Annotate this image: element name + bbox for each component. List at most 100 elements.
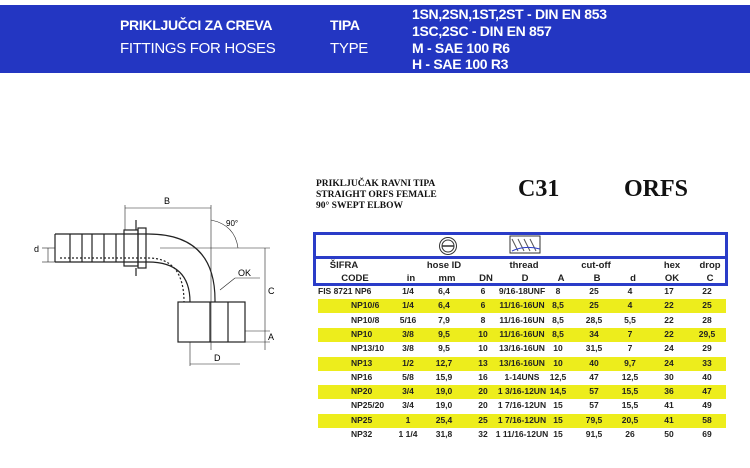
cell-dn: 6 bbox=[480, 286, 486, 296]
cell-b: 31,5 bbox=[585, 343, 603, 354]
dim-a-label: A bbox=[268, 332, 274, 342]
cell-mm: 31,8 bbox=[435, 429, 453, 439]
dim-angle-label: 90° bbox=[226, 219, 238, 228]
header-sifra: ŠIFRA bbox=[329, 260, 359, 271]
cell-d: 20,5 bbox=[621, 414, 639, 425]
cell-b: 34 bbox=[589, 328, 599, 339]
cell-a: 10 bbox=[553, 343, 563, 354]
cell-in: 3/8 bbox=[402, 343, 414, 354]
cell-dn: 20 bbox=[478, 400, 488, 411]
cell-d: 1-14UNS bbox=[504, 371, 540, 382]
column-header-d: D bbox=[521, 273, 529, 284]
cell-in: 3/4 bbox=[402, 400, 414, 411]
dim-c-label: C bbox=[268, 286, 275, 296]
cell-ok: 22 bbox=[664, 300, 674, 311]
standard-2: 1SC,2SC - DIN EN 857 bbox=[412, 23, 552, 39]
cell-mm: 7,9 bbox=[438, 314, 450, 325]
cell-b: 79,5 bbox=[585, 414, 603, 425]
cell-mm: 25,4 bbox=[435, 414, 453, 425]
cell-in: 5/16 bbox=[399, 314, 417, 325]
cell-c: 29,5 bbox=[698, 328, 716, 339]
cell-a: 15 bbox=[553, 400, 563, 411]
cell-c: 29 bbox=[702, 343, 712, 354]
dim-D-label: D bbox=[214, 353, 221, 363]
cell-ok: 41 bbox=[664, 414, 674, 425]
cell-code: NP13/10 bbox=[351, 343, 385, 354]
cell-ok: 50 bbox=[664, 429, 674, 439]
header-drop: drop bbox=[699, 260, 721, 271]
cell-code: NP25 bbox=[351, 414, 373, 425]
cell-d: 7 bbox=[627, 328, 633, 339]
cell-code: NP20 bbox=[351, 386, 373, 397]
cell-d: 1 3/16-12UN bbox=[497, 386, 547, 397]
header-hex: hex bbox=[663, 260, 681, 271]
cell-d: 12,5 bbox=[621, 371, 639, 382]
cell-ok: 24 bbox=[664, 357, 674, 368]
column-header-dn: DN bbox=[479, 273, 493, 284]
cell-mm: 19,0 bbox=[435, 400, 453, 411]
cell-a: 14,5 bbox=[549, 386, 567, 397]
cell-dn: 32 bbox=[478, 429, 488, 439]
cell-d: 1 11/16-12UN bbox=[495, 429, 549, 439]
cell-a: 8 bbox=[555, 286, 561, 296]
cell-b: 47 bbox=[589, 371, 599, 382]
cell-in: 1/4 bbox=[402, 300, 414, 311]
cell-in: 1/4 bbox=[402, 286, 414, 296]
column-header-ok: OK bbox=[664, 273, 680, 284]
table-header: ŠIFRA hose ID thread cut-off hex drop CO… bbox=[313, 256, 728, 286]
desc-line: STRAIGHT ORFS FEMALE bbox=[316, 190, 437, 200]
cell-dn: 20 bbox=[478, 386, 488, 397]
product-type: ORFS bbox=[624, 176, 689, 202]
column-header-code: CODE bbox=[341, 273, 369, 284]
cell-in: 1 bbox=[405, 414, 411, 425]
cell-mm: 19,0 bbox=[435, 386, 453, 397]
cell-code: NP10 bbox=[351, 328, 373, 339]
cell-d: 1 7/16-12UN bbox=[497, 400, 547, 411]
cell-a: 15 bbox=[553, 414, 563, 425]
type-en: TYPE bbox=[330, 40, 368, 57]
header-thread: thread bbox=[509, 260, 539, 271]
desc-line: PRIKLJUČAK RAVNI TIPA bbox=[316, 179, 436, 189]
cell-d: 13/16-16UN bbox=[499, 343, 545, 354]
hose-section-icon bbox=[439, 237, 457, 255]
product-description: PRIKLJUČAK RAVNI TIPA STRAIGHT ORFS FEMA… bbox=[316, 179, 437, 212]
cell-d: 26 bbox=[625, 429, 635, 439]
title-sr: PRIKLJUČCI ZA CREVA bbox=[120, 17, 273, 33]
cell-mm: 6,4 bbox=[438, 300, 450, 311]
fitting-drawing: B 90° d OK C A D bbox=[34, 196, 275, 366]
cell-c: 40 bbox=[702, 371, 712, 382]
cell-d: 11/16-16UN bbox=[499, 328, 545, 339]
dim-b-label: B bbox=[164, 196, 170, 206]
cell-code: NP25/20 bbox=[351, 400, 385, 411]
cell-b: 57 bbox=[589, 400, 599, 411]
cell-d: 4 bbox=[627, 286, 633, 296]
cell-dn: 13 bbox=[478, 357, 488, 368]
cell-c: 47 bbox=[702, 386, 712, 397]
cell-in: 5/8 bbox=[402, 371, 414, 382]
cell-c: 25 bbox=[702, 300, 712, 311]
cell-a: 12,5 bbox=[549, 371, 567, 382]
cell-d: 4 bbox=[627, 300, 633, 311]
cell-ok: 17 bbox=[664, 286, 674, 296]
standard-4: H - SAE 100 R3 bbox=[412, 56, 509, 72]
cell-in: 1/2 bbox=[402, 357, 414, 368]
cell-b: 25 bbox=[589, 300, 599, 311]
header-hose-id: hose ID bbox=[426, 260, 462, 271]
cell-c: 58 bbox=[702, 414, 712, 425]
cell-in: 1 1/4 bbox=[398, 429, 418, 439]
cell-code: NP10/8 bbox=[351, 314, 380, 325]
cell-dn: 10 bbox=[478, 328, 488, 339]
cell-d: 9,7 bbox=[624, 357, 636, 368]
cell-mm: 9,5 bbox=[438, 328, 450, 339]
cell-a: 10 bbox=[553, 357, 563, 368]
standard-3: M - SAE 100 R6 bbox=[412, 40, 510, 56]
cell-a: 8,5 bbox=[552, 314, 564, 325]
desc-line: 90° SWEPT ELBOW bbox=[316, 201, 404, 211]
cell-dn: 16 bbox=[478, 371, 488, 382]
cell-a: 15 bbox=[553, 429, 563, 439]
cell-c: 28 bbox=[702, 314, 712, 325]
cell-a: 8,5 bbox=[552, 328, 564, 339]
